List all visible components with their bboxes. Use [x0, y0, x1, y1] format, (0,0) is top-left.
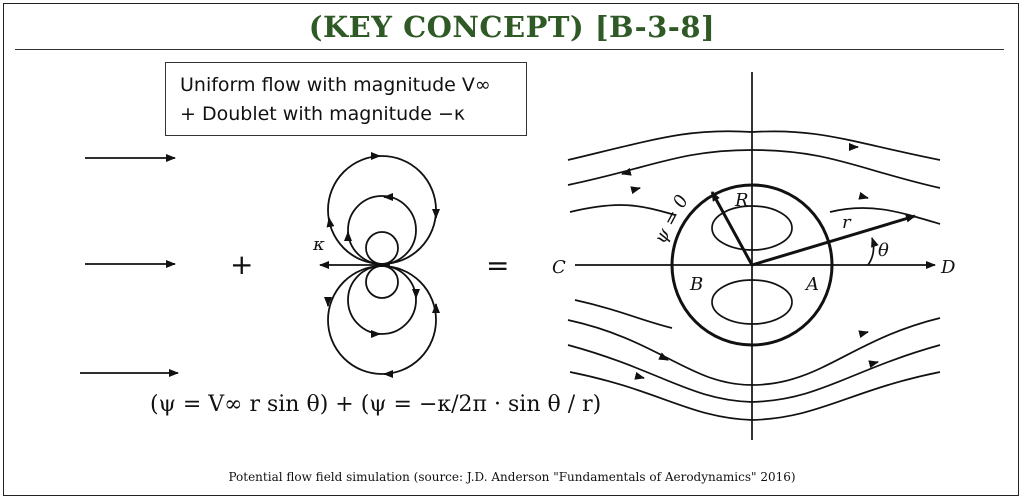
cylinder-surface [670, 183, 834, 347]
slide-title: (KEY CONCEPT) [B-3-8] [308, 10, 716, 44]
radius-vector [710, 191, 754, 266]
label-r: r [842, 212, 852, 233]
title-underline [15, 49, 1004, 50]
stream-function-formula: (ψ = V∞ r sin θ) + (ψ = −κ/2π · sin θ / … [150, 392, 602, 417]
slide-frame [3, 3, 1019, 496]
equals-operator: = [486, 249, 509, 282]
combined-flow [567, 72, 941, 440]
doublet-strength-label: κ [312, 234, 325, 255]
doublet-flow [319, 152, 440, 378]
theta-arc [867, 237, 879, 266]
plus-operator: + [230, 248, 253, 281]
source-caption: Potential flow field simulation (source:… [228, 470, 796, 484]
definition-box: Uniform flow with magnitude V∞ + Doublet… [165, 62, 527, 136]
uniform-flow [80, 154, 179, 377]
definition-line-1: Uniform flow with magnitude V∞ [180, 74, 491, 96]
label-theta: θ [878, 240, 889, 261]
label-C: C [552, 257, 566, 278]
r-vector [751, 214, 916, 267]
definition-line-2: + Doublet with magnitude −κ [180, 103, 466, 125]
label-D: D [940, 257, 956, 278]
label-A: A [804, 274, 819, 295]
label-B: B [689, 274, 703, 295]
label-R: R [734, 190, 749, 211]
